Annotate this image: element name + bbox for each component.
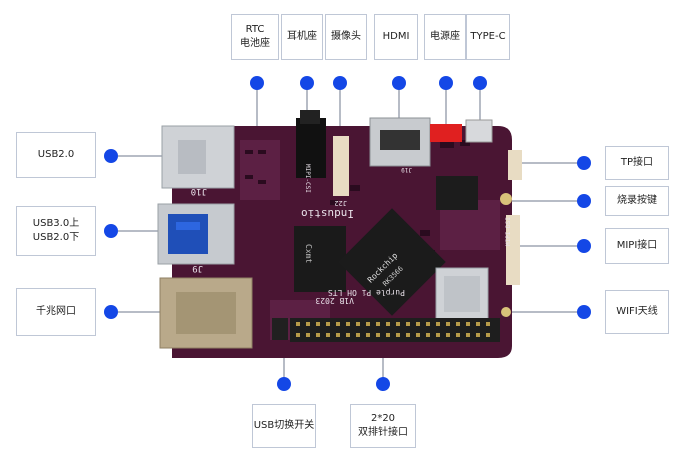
label-burn-button: 烧录按键 — [605, 186, 669, 216]
silk-model: Purple Pi OH LTS — [328, 288, 405, 297]
label-usb20: USB2.0 — [16, 132, 96, 178]
camera-connector — [333, 136, 349, 196]
silk-mipi-dsi: MIPI-DSI — [505, 217, 512, 246]
label-mipi: MIPI接口 — [605, 228, 669, 264]
ram-chip — [294, 226, 346, 292]
power-connector — [430, 124, 462, 142]
ram-brand: Cxmt — [304, 244, 313, 263]
silk-j22: J22 — [334, 199, 347, 207]
usb30-port — [168, 214, 208, 254]
label-camera: 摄像头 — [325, 14, 367, 60]
label-usb-switch: USB切换开关 — [252, 404, 316, 448]
label-rtc: RTC 电池座 — [231, 14, 279, 60]
label-ethernet: 千兆网口 — [16, 288, 96, 336]
marker-hdmi — [392, 76, 406, 90]
label-power: 电源座 — [424, 14, 466, 60]
label-hdmi: HDMI — [374, 14, 418, 60]
audio-jack — [296, 118, 326, 178]
marker-earphone — [300, 76, 314, 90]
marker-header — [376, 377, 390, 391]
soc-chip — [338, 208, 446, 316]
tp-connector — [508, 150, 522, 180]
antenna-connector — [501, 307, 511, 317]
leader-lines — [118, 88, 583, 383]
label-tp: TP接口 — [605, 146, 669, 180]
silk-j19: J19 — [401, 166, 412, 173]
marker-wifi — [577, 305, 591, 319]
marker-ethernet — [104, 305, 118, 319]
label-typec: TYPE-C — [466, 14, 510, 60]
usb20-port — [178, 140, 206, 174]
usb-switch — [272, 318, 288, 340]
marker-rtc — [250, 76, 264, 90]
silk-j9: J9 — [192, 263, 203, 273]
marker-tp — [577, 156, 591, 170]
label-wifi: WIFI天线 — [605, 290, 669, 334]
silk-mipi-csi: MIPI-CSI — [304, 164, 311, 193]
marker-power — [439, 76, 453, 90]
marker-mipi — [577, 239, 591, 253]
marker-usb-switch — [277, 377, 291, 391]
marker-burn-button — [577, 194, 591, 208]
burn-button — [500, 193, 512, 205]
marker-usb30 — [104, 224, 118, 238]
label-usb30: USB3.0上 USB2.0下 — [16, 206, 96, 256]
silk-j10: J10 — [191, 186, 207, 196]
gpio-header — [290, 318, 500, 342]
label-earphone: 耳机座 — [281, 14, 323, 60]
marker-camera — [333, 76, 347, 90]
marker-typec — [473, 76, 487, 90]
label-header: 2*20 双排针接口 — [350, 404, 416, 448]
marker-usb20 — [104, 149, 118, 163]
typec-port — [465, 119, 493, 143]
mipi-connector — [506, 215, 520, 285]
silk-version: V1B 2023 — [315, 296, 354, 305]
silk-brand: Industio — [301, 207, 354, 220]
